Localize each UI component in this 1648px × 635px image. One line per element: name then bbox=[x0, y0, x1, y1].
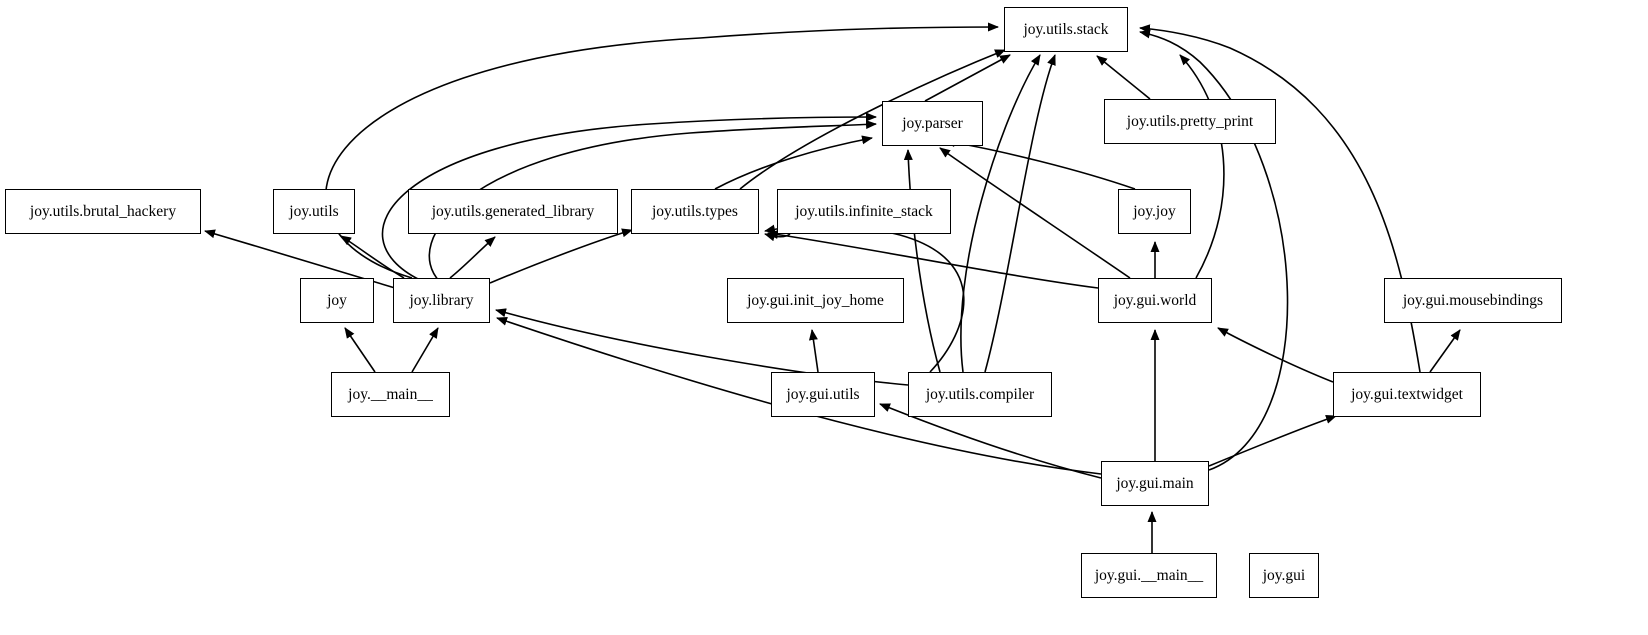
edge-joy-gui-textwidget-to-joy-gui-world bbox=[1217, 327, 1334, 383]
node-label: joy bbox=[327, 291, 347, 309]
node-joy-utils-infinite-stack[interactable]: joy.utils.infinite_stack bbox=[777, 189, 951, 234]
edge-joy-parser-to-joy-utils-stack bbox=[924, 54, 1011, 102]
node-label: joy.library bbox=[409, 291, 474, 309]
node-joy-utils[interactable]: joy.utils bbox=[273, 189, 355, 234]
edge-joy-joy-to-joy-parser bbox=[944, 138, 1136, 190]
node-joy-parser[interactable]: joy.parser bbox=[882, 101, 983, 146]
node-joy-utils-pretty-print[interactable]: joy.utils.pretty_print bbox=[1104, 99, 1276, 144]
node-joy-main-module[interactable]: joy.__main__ bbox=[331, 372, 450, 417]
node-label: joy.gui.main bbox=[1116, 474, 1194, 492]
node-label: joy.joy bbox=[1133, 202, 1176, 220]
edge-joy-gui-main-to-joy-utils-stack bbox=[1139, 29, 1289, 471]
node-label: joy.utils.infinite_stack bbox=[795, 202, 933, 220]
edge-joy-library-to-joy-utils-types bbox=[489, 228, 633, 284]
node-label: joy.gui.world bbox=[1113, 291, 1197, 309]
node-joy-gui-init-joy-home[interactable]: joy.gui.init_joy_home bbox=[727, 278, 904, 323]
edge-joy-utils-types-to-joy-utils-stack bbox=[739, 49, 1006, 190]
node-joy-library[interactable]: joy.library bbox=[393, 278, 490, 323]
node-joy-gui-mousebindings[interactable]: joy.gui.mousebindings bbox=[1384, 278, 1562, 323]
edge-joy-library-to-joy-utils-stack bbox=[325, 22, 999, 279]
edge-joy-gui-world-to-joy-utils-stack bbox=[1179, 54, 1225, 279]
edge-joy-library-to-joy-utils-generated-library bbox=[449, 236, 496, 279]
node-label: joy.gui.textwidget bbox=[1351, 385, 1463, 403]
node-joy-joy[interactable]: joy.joy bbox=[1118, 189, 1191, 234]
node-label: joy.__main__ bbox=[348, 385, 433, 403]
edge-joy-utils-compiler-to-joy-parser bbox=[903, 149, 941, 373]
node-joy-utils-brutal-hackery[interactable]: joy.utils.brutal_hackery bbox=[5, 189, 201, 234]
node-joy-gui-main[interactable]: joy.gui.main bbox=[1101, 461, 1209, 506]
node-label: joy.utils.brutal_hackery bbox=[29, 202, 177, 220]
node-joy-utils-generated-library[interactable]: joy.utils.generated_library bbox=[408, 189, 618, 234]
node-label: joy.parser bbox=[902, 114, 963, 132]
edge-joy-utils-compiler-to-joy-utils-stack-b bbox=[984, 54, 1056, 373]
node-joy-utils-compiler[interactable]: joy.utils.compiler bbox=[908, 372, 1052, 417]
node-label: joy.gui.mousebindings bbox=[1402, 291, 1544, 309]
edge-joy-library-to-joy-parser bbox=[381, 112, 877, 281]
node-label: joy.utils bbox=[289, 202, 339, 220]
edge-joy-gui-world-to-joy-utils-types bbox=[767, 230, 1099, 289]
edge-joy-main-to-joy-library bbox=[411, 327, 439, 373]
node-joy-gui-world[interactable]: joy.gui.world bbox=[1098, 278, 1212, 323]
node-label: joy.utils.compiler bbox=[925, 385, 1035, 403]
node-label: joy.gui bbox=[1262, 566, 1306, 584]
edge-joy-gui-utils-to-joy-gui-init-joy-home bbox=[808, 329, 819, 373]
node-joy[interactable]: joy bbox=[300, 278, 374, 323]
edge-joy-gui-main-to-joy-gui-utils bbox=[879, 403, 1102, 479]
node-joy-utils-stack[interactable]: joy.utils.stack bbox=[1004, 7, 1128, 52]
edge-joy-gui-main-to-joy-gui-textwidget bbox=[1208, 415, 1337, 467]
node-label: joy.gui.utils bbox=[786, 385, 860, 403]
node-joy-gui-textwidget[interactable]: joy.gui.textwidget bbox=[1333, 372, 1481, 417]
node-label: joy.utils.types bbox=[652, 202, 738, 220]
edge-joy-main-to-joy bbox=[344, 327, 376, 373]
edge-joy-gui-textwidget-to-joy-gui-mousebindings bbox=[1429, 329, 1461, 373]
edge-joy-library-to-joy-utils-brutal-hackery bbox=[204, 229, 396, 289]
node-joy-gui[interactable]: joy.gui bbox=[1249, 553, 1319, 598]
node-joy-gui-main-module[interactable]: joy.gui.__main__ bbox=[1081, 553, 1217, 598]
node-joy-gui-utils[interactable]: joy.gui.utils bbox=[771, 372, 875, 417]
node-label: joy.gui.init_joy_home bbox=[747, 291, 884, 309]
edge-joy-utils-pretty-print-to-joy-utils-stack bbox=[1096, 55, 1151, 100]
edge-joy-library-to-joy-parser-b bbox=[428, 120, 877, 283]
node-label: joy.utils.pretty_print bbox=[1126, 112, 1254, 130]
node-label: joy.utils.stack bbox=[1023, 20, 1109, 38]
node-label: joy.utils.generated_library bbox=[431, 202, 595, 220]
node-joy-utils-types[interactable]: joy.utils.types bbox=[631, 189, 759, 234]
edge-joy-library-to-joy-utils bbox=[340, 235, 405, 279]
edge-joy-utils-types-to-joy-parser bbox=[714, 135, 873, 190]
edge-joy-gui-world-to-joy-parser bbox=[939, 147, 1131, 279]
edge-joy-utils-compiler-to-joy-utils-stack bbox=[960, 54, 1041, 373]
node-label: joy.gui.__main__ bbox=[1094, 566, 1204, 584]
